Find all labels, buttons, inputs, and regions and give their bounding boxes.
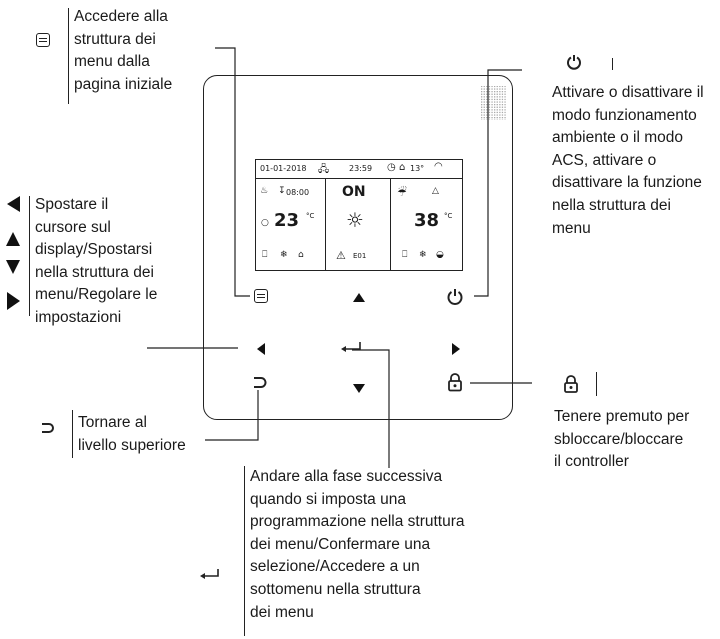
right-button[interactable] (450, 342, 462, 356)
display-status-bar: 01-01-2018 🖧 23:59 ◷ ⌂ 13° ◠ (256, 160, 462, 179)
up-button[interactable] (352, 292, 366, 304)
back-icon (42, 423, 54, 433)
power-callout-bar (612, 58, 613, 70)
leader-back (205, 390, 259, 441)
back-callout-bar (72, 410, 73, 458)
fan-icon-2: ❄ (419, 250, 427, 260)
speaker-grille (480, 86, 506, 120)
lock-callout: Tenere premuto per sbloccare/bloccare il… (554, 408, 690, 471)
power-icon (567, 55, 581, 70)
arrow-up-icon (6, 232, 20, 246)
controller-display: 01-01-2018 🖧 23:59 ◷ ⌂ 13° ◠ ♨ ↧ 08:00 ○… (255, 159, 463, 271)
arrow-left-icon (7, 196, 20, 212)
tap-water-icon: ☔ (397, 186, 407, 199)
wifi-icon: ◠ (434, 161, 443, 172)
display-time: 23:59 (349, 164, 373, 173)
power-callout: Attivare o disattivare il modo funzionam… (552, 84, 704, 237)
warning-icon: ⚠ (336, 249, 346, 262)
arrows-callout-bar (29, 196, 30, 316)
enter-callout-bar (244, 466, 245, 636)
error-code: E01 (353, 252, 367, 260)
tank-icon: ⎕ (402, 250, 408, 260)
display-date: 01-01-2018 (260, 164, 307, 173)
menu-icon (36, 33, 50, 47)
enter-button[interactable] (339, 341, 363, 353)
center-status: ON (342, 184, 366, 200)
fan-icon: ❄ (280, 250, 288, 260)
back-button[interactable] (251, 375, 269, 391)
lock-icon (564, 375, 578, 393)
solar-icon: ◒ (436, 250, 444, 260)
power-button[interactable] (446, 288, 464, 306)
menu-button[interactable] (254, 289, 268, 303)
indoor-unit-icon: ⎕ (262, 250, 268, 260)
timer-icon: ↧ (278, 186, 286, 196)
leader-menu (215, 47, 250, 297)
timer-value: 08:00 (286, 188, 310, 197)
humidity-icon: ○ (261, 218, 269, 228)
enter-icon (200, 569, 219, 579)
right-unit: °C (444, 212, 453, 220)
network-icon: 🖧 (318, 164, 330, 175)
menu-callout: Accedere alla struttura dei menu dalla p… (74, 8, 173, 93)
clock-icon: ◷ (387, 162, 396, 173)
arrow-right-icon (7, 292, 20, 310)
sun-icon: ☼ (346, 208, 364, 232)
left-temp: 23 (274, 210, 300, 231)
controller-panel (203, 75, 513, 420)
left-unit: °C (306, 212, 315, 220)
menu-callout-bar (68, 8, 69, 104)
down-button[interactable] (352, 382, 366, 394)
arrow-down-icon (6, 260, 20, 274)
lock-callout-bar (596, 372, 597, 396)
outdoor-temp: 13° (410, 164, 425, 173)
lock-button[interactable] (447, 373, 463, 392)
arrows-callout: Spostare il cursore sul display/Spostars… (35, 196, 158, 326)
right-temp: 38 (414, 210, 440, 231)
floor-heating-icon: ♨ (260, 186, 269, 196)
flame-icon: △ (432, 186, 439, 196)
left-button[interactable] (255, 342, 267, 356)
enter-callout: Andare alla fase successiva quando si im… (250, 468, 465, 621)
leader-enter (352, 349, 390, 468)
arrow-glyphs-legend (6, 196, 20, 310)
home-icon: ⌂ (399, 162, 406, 173)
leader-power (474, 69, 522, 297)
eco-icon: ⌂ (298, 250, 304, 260)
back-callout: Tornare al livello superiore (78, 414, 186, 454)
